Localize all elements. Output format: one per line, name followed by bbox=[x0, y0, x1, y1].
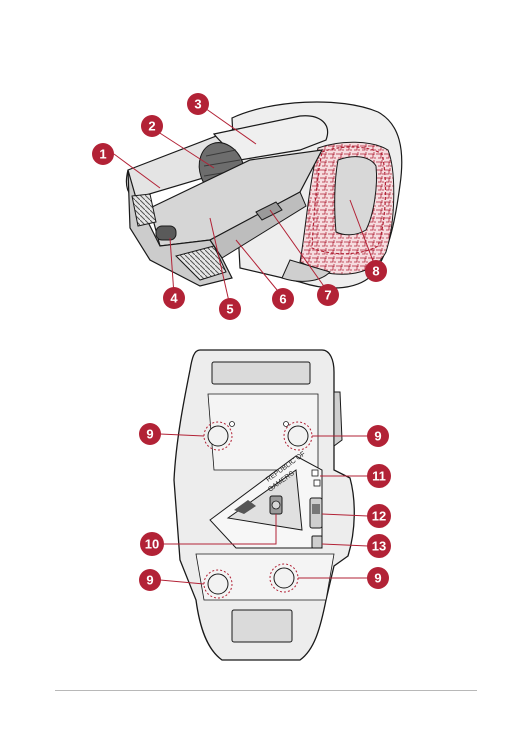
svg-text:5: 5 bbox=[226, 302, 233, 317]
svg-text:9: 9 bbox=[146, 573, 153, 588]
svg-text:12: 12 bbox=[372, 509, 386, 524]
front-skate-pad bbox=[212, 362, 310, 384]
glide-foot-bottom-right bbox=[274, 568, 294, 588]
callout-badge-9-bottom-right: 9 bbox=[367, 567, 389, 589]
mouse-top-view bbox=[126, 102, 401, 288]
glide-foot-top-right bbox=[288, 426, 308, 446]
callout-badge-2: 2 bbox=[141, 115, 163, 137]
callout-badge-11: 11 bbox=[367, 464, 391, 488]
mouse-bottom-view: REPUBLIC OF GAMERS bbox=[174, 350, 354, 660]
footer-divider bbox=[55, 690, 477, 691]
svg-text:1: 1 bbox=[99, 147, 106, 162]
svg-text:4: 4 bbox=[170, 291, 178, 306]
glide-foot-bottom-left bbox=[208, 574, 228, 594]
optical-sensor-lens bbox=[272, 501, 280, 509]
callout-badge-9-top-left: 9 bbox=[139, 423, 161, 445]
callout-badge-4: 4 bbox=[163, 287, 185, 309]
underside-side-grip bbox=[334, 392, 342, 446]
svg-text:2: 2 bbox=[148, 119, 155, 134]
foot-small-top-right bbox=[284, 422, 289, 427]
svg-text:11: 11 bbox=[372, 469, 386, 484]
svg-text:9: 9 bbox=[146, 427, 153, 442]
callout-badge-9-bottom-left: 9 bbox=[139, 569, 161, 591]
callout-badge-9-top-right: 9 bbox=[367, 425, 389, 447]
svg-text:6: 6 bbox=[279, 292, 286, 307]
svg-text:7: 7 bbox=[324, 288, 331, 303]
foot-small-top-left bbox=[230, 422, 235, 427]
callout-badge-12: 12 bbox=[367, 504, 391, 528]
pairing-indicator bbox=[312, 470, 318, 476]
svg-text:10: 10 bbox=[145, 537, 159, 552]
svg-text:13: 13 bbox=[372, 539, 386, 554]
svg-text:3: 3 bbox=[194, 97, 201, 112]
callout-badge-6: 6 bbox=[272, 288, 294, 310]
callout-badge-13: 13 bbox=[367, 534, 391, 558]
callout-badge-7: 7 bbox=[317, 284, 339, 306]
power-switch bbox=[312, 536, 322, 548]
dpi-switch-knob bbox=[312, 504, 320, 514]
callout-badge-8: 8 bbox=[365, 260, 387, 282]
svg-text:9: 9 bbox=[374, 571, 381, 586]
svg-text:9: 9 bbox=[374, 429, 381, 444]
callout-badge-5: 5 bbox=[219, 298, 241, 320]
callout-badge-1: 1 bbox=[92, 143, 114, 165]
rear-skate-pad bbox=[232, 610, 292, 642]
glide-foot-top-left bbox=[208, 426, 228, 446]
pairing-button bbox=[314, 480, 320, 486]
svg-text:8: 8 bbox=[372, 264, 379, 279]
usb-port bbox=[156, 226, 176, 240]
callout-badge-10: 10 bbox=[140, 532, 164, 556]
callout-badge-3: 3 bbox=[187, 93, 209, 115]
